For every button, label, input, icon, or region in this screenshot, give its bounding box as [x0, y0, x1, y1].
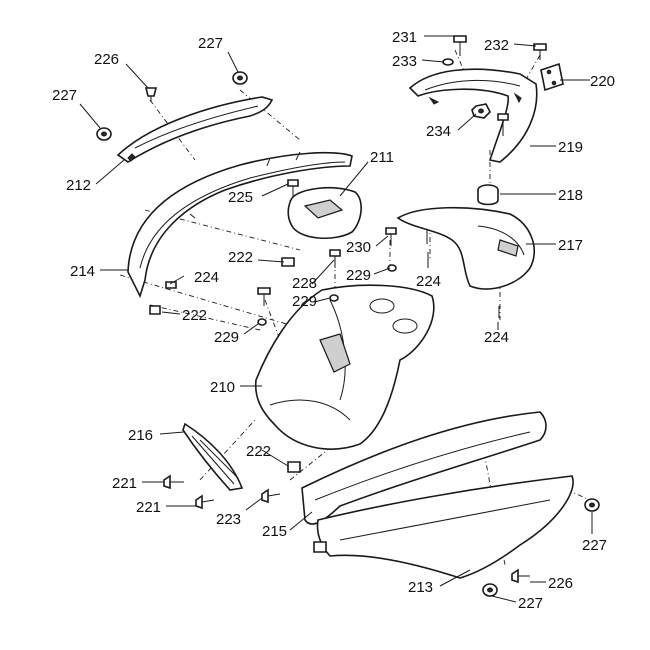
part-216-reflector: [182, 422, 244, 491]
callout-224: 224: [484, 329, 509, 346]
callout-labels: 226 227 227 212 231 232 233 220 234 219 …: [52, 29, 615, 612]
callout-214: 214: [70, 263, 95, 280]
callout-227: 227: [582, 537, 607, 554]
callout-217: 217: [558, 237, 583, 254]
callout-227: 227: [518, 595, 543, 612]
callout-229: 229: [346, 267, 371, 284]
callout-228: 228: [292, 275, 317, 292]
callout-211: 211: [370, 149, 394, 166]
part-217-rear-cover: [396, 206, 535, 290]
part-218-bush: [477, 184, 499, 206]
callout-212: 212: [66, 177, 91, 194]
callout-219: 219: [558, 139, 583, 156]
callout-229: 229: [292, 293, 317, 310]
callout-222: 222: [182, 307, 207, 324]
callout-227: 227: [198, 35, 223, 52]
part-213-lower-panel: [316, 475, 574, 579]
callout-222: 222: [246, 443, 271, 460]
callout-210: 210: [210, 379, 235, 396]
callout-230: 230: [346, 239, 371, 256]
part-214-side-rail: [127, 151, 353, 299]
part-210-storage-box: [254, 284, 435, 450]
part-220-plate: [540, 62, 564, 92]
callout-232: 232: [484, 37, 509, 54]
fasteners: [96, 35, 600, 597]
part-211-tray: [287, 186, 362, 240]
callout-233: 233: [392, 53, 417, 70]
callout-216: 216: [128, 427, 153, 444]
callout-229: 229: [214, 329, 239, 346]
callout-227: 227: [52, 87, 77, 104]
part-212-rear-trim: [116, 96, 274, 163]
callout-220: 220: [590, 73, 615, 90]
callout-218: 218: [558, 187, 583, 204]
callout-223: 223: [216, 511, 241, 528]
callout-221: 221: [136, 499, 161, 516]
part-215-side-cover: [301, 411, 547, 525]
part-219-rear-carrier: [408, 68, 538, 163]
callout-222: 222: [228, 249, 253, 266]
callout-221: 221: [112, 475, 137, 492]
callout-231: 231: [392, 29, 417, 46]
leader-lines: [79, 35, 593, 603]
callout-213: 213: [408, 579, 433, 596]
callout-215: 215: [262, 523, 287, 540]
callout-226: 226: [94, 51, 119, 68]
callout-224: 224: [194, 269, 219, 286]
callout-234: 234: [426, 123, 451, 140]
callout-224: 224: [416, 273, 441, 290]
callout-226: 226: [548, 575, 573, 592]
callout-225: 225: [228, 189, 253, 206]
